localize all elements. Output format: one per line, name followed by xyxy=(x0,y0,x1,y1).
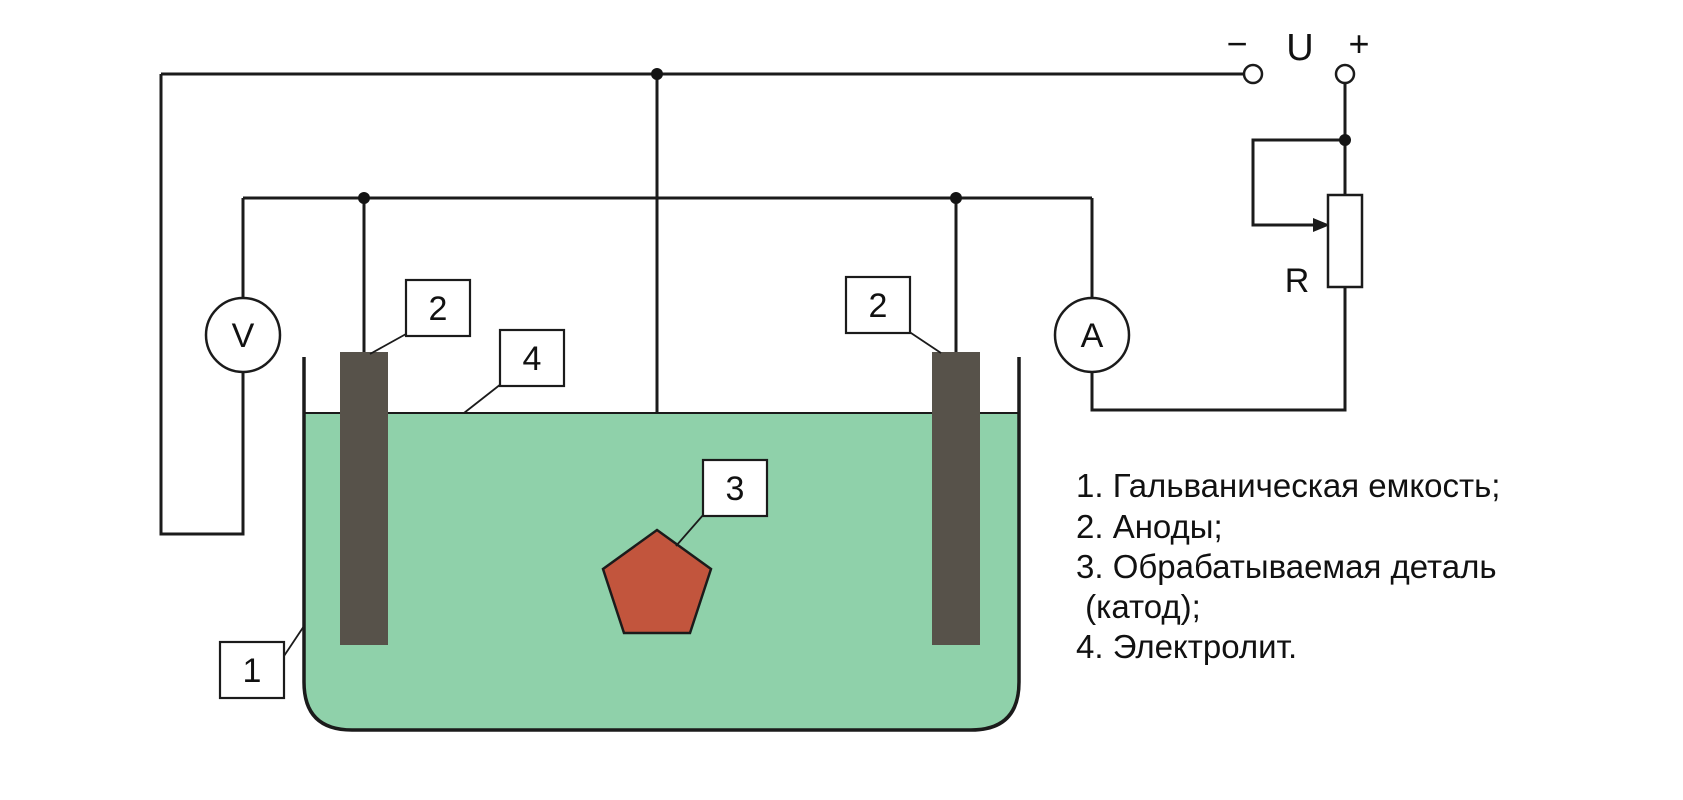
callout-workpiece-box xyxy=(701,458,769,518)
voltmeter-label: V xyxy=(232,317,255,355)
callout-electrolyte: 4 xyxy=(463,328,566,414)
callout-electrolyte-number: 4 xyxy=(523,340,542,378)
ammeter-body xyxy=(1053,296,1131,374)
legend-line-5: 4. Электролит. xyxy=(1076,628,1297,665)
rheostat-label: R xyxy=(1285,262,1310,300)
callout-tank: 1 xyxy=(218,625,305,700)
rheostat-to-ammeter-wire xyxy=(1090,287,1347,412)
callout-tank-number: 1 xyxy=(243,652,262,690)
callout-workpiece: 3 xyxy=(675,458,769,547)
callout-tank-leader xyxy=(283,625,305,657)
rheostat-wiper-arrow-icon xyxy=(1313,218,1330,232)
callout-anode-right-leader xyxy=(907,330,942,354)
plus-terminal-icon xyxy=(1334,63,1356,85)
legend: 1. Гальваническая емкость; 2. Аноды; 3. … xyxy=(1076,467,1500,665)
legend-line-1: 1. Гальваническая емкость; xyxy=(1076,467,1500,504)
plus-terminal-label: + xyxy=(1348,23,1369,64)
power-supply-terminals: − U + xyxy=(1226,23,1370,85)
anode-right xyxy=(932,352,980,645)
rheostat-wiper-branch-wire xyxy=(1251,138,1345,227)
callout-anode-left-number: 2 xyxy=(429,290,448,328)
legend-line-2: 2. Аноды; xyxy=(1076,508,1223,545)
callout-workpiece-number: 3 xyxy=(726,470,745,508)
supply-voltage-label: U xyxy=(1286,27,1313,69)
legend-line-4: (катод); xyxy=(1076,588,1201,625)
rheostat-body xyxy=(1326,193,1364,289)
junction-dot-anode-right xyxy=(950,192,962,204)
ammeter: A xyxy=(1053,296,1131,374)
voltmeter: V xyxy=(204,296,282,374)
junction-dots xyxy=(358,68,1351,204)
junction-dot-rheostat xyxy=(1339,134,1351,146)
minus-terminal-icon xyxy=(1242,63,1264,85)
callout-anode-left-leader xyxy=(369,333,407,355)
callout-anode-right-number: 2 xyxy=(869,287,888,325)
rheostat: R xyxy=(1285,193,1364,300)
junction-dot-anode-left xyxy=(358,192,370,204)
voltmeter-left-loop-wire xyxy=(159,74,245,536)
callout-electrolyte-leader xyxy=(463,383,502,414)
workpiece-pentagon xyxy=(601,528,713,635)
callout-anode-right-box xyxy=(844,275,912,335)
voltmeter-body xyxy=(204,296,282,374)
legend-line-3: 3. Обрабатываемая деталь xyxy=(1076,548,1497,585)
anodes xyxy=(340,352,980,645)
callout-workpiece-leader xyxy=(675,513,705,547)
tank-outline xyxy=(302,357,1021,732)
callout-electrolyte-box xyxy=(498,328,566,388)
minus-terminal-label: − xyxy=(1226,23,1247,64)
junction-dot-cathode xyxy=(651,68,663,80)
callout-tank-box xyxy=(218,640,286,700)
anode-left xyxy=(340,352,388,645)
callout-anode-left-box xyxy=(404,278,472,338)
callout-anode-right: 2 xyxy=(844,275,942,354)
ammeter-label: A xyxy=(1081,317,1104,355)
callout-anode-left: 2 xyxy=(369,278,472,355)
